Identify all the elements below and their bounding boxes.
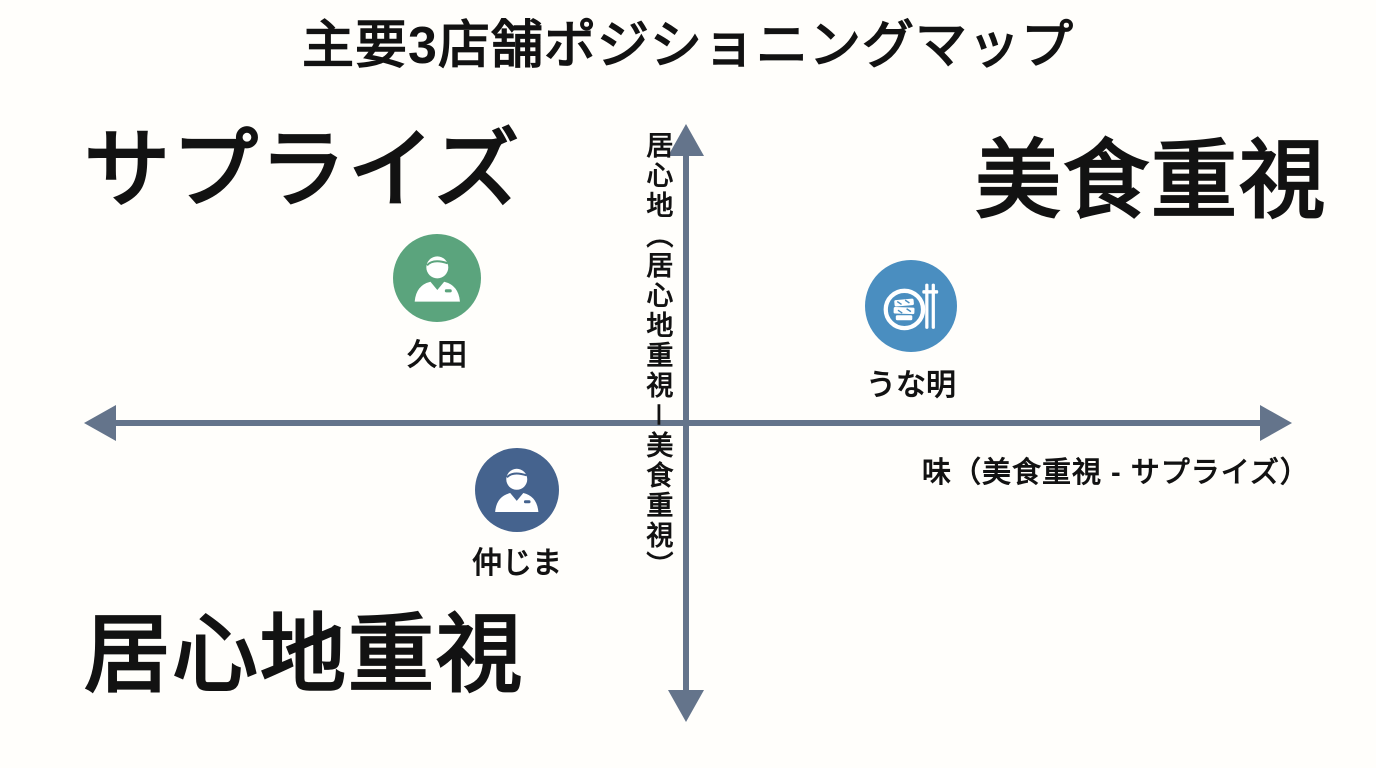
arrow-down-icon [668, 690, 704, 722]
y-axis-line [683, 148, 689, 696]
data-point-label: 久田 [407, 339, 467, 372]
data-point-nakajima: 仲じま [472, 448, 562, 580]
data-point-unamei: うな明 [865, 260, 957, 402]
quadrant-label-top-left: サプライズ [84, 122, 522, 218]
data-point-label: うな明 [866, 369, 956, 402]
arrow-right-icon [1260, 405, 1292, 441]
y-axis-label: 居心地（居心地重視－美食重視） [642, 131, 673, 581]
page-title: 主要3店舗ポジショニングマップ [302, 17, 1074, 75]
arrow-left-icon [84, 405, 116, 441]
data-point-hisada: 久田 [393, 234, 481, 372]
person-icon [475, 448, 559, 532]
food-dish-icon [865, 260, 957, 352]
x-axis-label: 味（美食重視 - サプライズ） [922, 457, 1310, 489]
quadrant-label-top-right: 美食重視 [975, 133, 1327, 229]
data-point-label: 仲じま [472, 547, 562, 580]
arrow-up-icon [668, 124, 704, 156]
quadrant-label-bottom-left: 居心地重視 [84, 607, 524, 703]
person-icon [393, 234, 481, 322]
